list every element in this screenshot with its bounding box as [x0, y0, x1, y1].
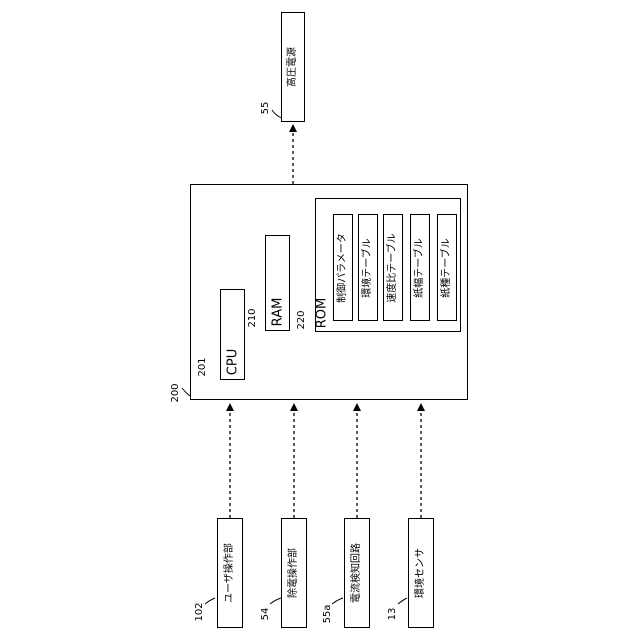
- leader-102: [205, 598, 215, 604]
- controller-ref: 200: [171, 383, 181, 402]
- hv-supply-box: 高圧電源: [281, 12, 305, 122]
- cpu-ref: 201: [198, 357, 208, 376]
- input-label: 環境センサ: [416, 548, 426, 598]
- discharge-operation-unit-box: 除電操作部: [281, 518, 307, 628]
- cpu-label: CPU: [226, 349, 239, 375]
- rom-table-paper-width: 紙幅テーブル: [410, 214, 430, 321]
- rom-table-control-params: 制御パラメータ: [333, 214, 353, 321]
- environment-sensor-box: 環境センサ: [408, 518, 434, 628]
- hv-supply-ref: 55: [261, 102, 271, 115]
- hv-supply-label: 高圧電源: [288, 47, 298, 87]
- rom-label: ROM: [316, 298, 329, 328]
- cpu-box: CPU: [220, 289, 245, 380]
- rom-table-label: 紙幅テーブル: [415, 238, 425, 297]
- user-operation-unit-box: ユーザ操作部: [217, 518, 243, 628]
- input-label: ユーザ操作部: [225, 543, 235, 603]
- input-ref: 55a: [323, 605, 333, 624]
- leader-55a: [332, 598, 343, 604]
- input-label: 除電操作部: [289, 548, 299, 598]
- ram-box: RAM: [265, 235, 290, 331]
- rom-table-label: 環境テーブル: [363, 238, 373, 297]
- ram-label: RAM: [271, 298, 284, 327]
- input-ref: 13: [388, 608, 398, 621]
- rom-table-label: 速度比テーブル: [388, 233, 398, 302]
- rom-table-paper-type: 紙種テーブル: [437, 214, 457, 321]
- input-ref: 54: [261, 608, 271, 621]
- input-ref: 102: [195, 602, 205, 621]
- leader-200: [182, 388, 190, 396]
- rom-table-speed-ratio: 速度比テーブル: [383, 214, 403, 321]
- ram-ref: 210: [248, 308, 258, 327]
- rom-table-environment: 環境テーブル: [358, 214, 378, 321]
- rom-table-label: 紙種テーブル: [442, 238, 452, 297]
- rom-ref: 220: [297, 310, 307, 329]
- leader-54: [270, 598, 281, 604]
- rom-table-label: 制御パラメータ: [338, 233, 348, 303]
- current-detection-circuit-box: 電流検知回路: [344, 518, 370, 628]
- input-label: 電流検知回路: [352, 543, 362, 603]
- leader-13: [398, 598, 407, 604]
